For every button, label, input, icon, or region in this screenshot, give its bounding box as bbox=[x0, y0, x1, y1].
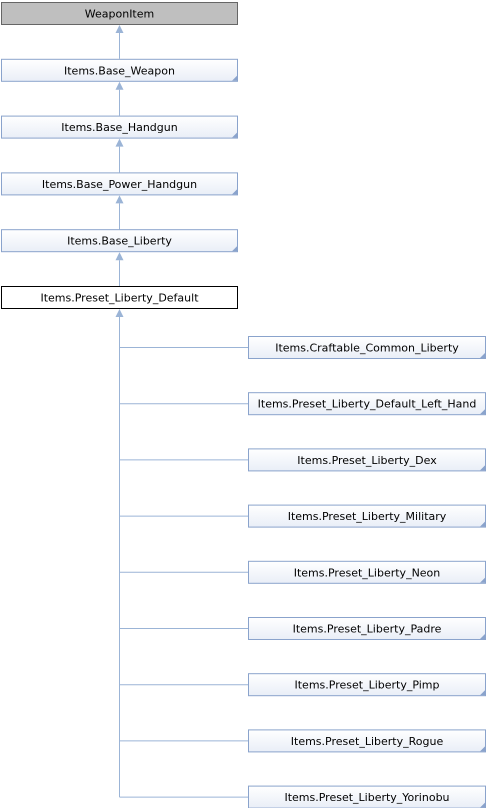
node-corner-marker bbox=[232, 132, 237, 138]
node-label: Items.Preset_Liberty_Rogue bbox=[291, 735, 444, 748]
node-label: WeaponItem bbox=[85, 8, 154, 21]
edges-layer bbox=[115, 25, 248, 798]
node-box bbox=[1, 115, 238, 139]
node-corner-marker bbox=[480, 521, 485, 527]
node-preset-liberty-neon[interactable]: Items.Preset_Liberty_Neon bbox=[248, 560, 486, 584]
node-preset-liberty-rogue[interactable]: Items.Preset_Liberty_Rogue bbox=[248, 729, 486, 753]
node-craftable-common-liberty[interactable]: Items.Craftable_Common_Liberty bbox=[248, 336, 486, 359]
edge-arrow bbox=[115, 138, 124, 147]
node-label: Items.Base_Power_Handgun bbox=[42, 178, 197, 191]
node-corner-marker bbox=[480, 690, 485, 696]
node-base-liberty[interactable]: Items.Base_Liberty bbox=[1, 229, 238, 253]
node-base-handgun[interactable]: Items.Base_Handgun bbox=[1, 115, 238, 139]
node-box bbox=[1, 58, 238, 82]
node-preset-liberty-default[interactable]: Items.Preset_Liberty_Default bbox=[1, 286, 238, 309]
node-corner-marker bbox=[480, 802, 485, 808]
node-base-power-handgun[interactable]: Items.Base_Power_Handgun bbox=[1, 172, 238, 196]
node-corner-marker bbox=[232, 75, 237, 81]
node-box bbox=[1, 2, 238, 25]
node-label: Items.Base_Weapon bbox=[64, 64, 175, 77]
node-label: Items.Craftable_Common_Liberty bbox=[275, 342, 459, 355]
node-preset-liberty-padre[interactable]: Items.Preset_Liberty_Padre bbox=[248, 617, 486, 640]
node-corner-marker bbox=[232, 189, 237, 195]
node-label: Items.Preset_Liberty_Default bbox=[40, 292, 199, 305]
edge-arrow bbox=[115, 252, 124, 261]
node-corner-marker bbox=[480, 353, 485, 358]
node-label: Items.Preset_Liberty_Dex bbox=[297, 454, 437, 467]
node-weaponitem[interactable]: WeaponItem bbox=[1, 2, 238, 25]
node-box bbox=[1, 172, 238, 196]
node-label: Items.Preset_Liberty_Yorinobu bbox=[284, 791, 449, 804]
node-preset-liberty-default-left-hand[interactable]: Items.Preset_Liberty_Default_Left_Hand bbox=[248, 392, 486, 416]
node-preset-liberty-yorinobu[interactable]: Items.Preset_Liberty_Yorinobu bbox=[248, 785, 486, 808]
edge-arrow bbox=[115, 309, 124, 317]
node-preset-liberty-dex[interactable]: Items.Preset_Liberty_Dex bbox=[248, 448, 486, 472]
node-preset-liberty-pimp[interactable]: Items.Preset_Liberty_Pimp bbox=[248, 673, 486, 697]
node-base-weapon[interactable]: Items.Base_Weapon bbox=[1, 58, 238, 82]
node-label: Items.Base_Liberty bbox=[67, 235, 172, 248]
node-box bbox=[1, 286, 238, 309]
node-label: Items.Preset_Liberty_Pimp bbox=[295, 679, 440, 692]
node-label: Items.Base_Handgun bbox=[61, 121, 177, 134]
node-corner-marker bbox=[480, 409, 485, 415]
node-corner-marker bbox=[232, 246, 237, 252]
node-label: Items.Preset_Liberty_Neon bbox=[294, 566, 441, 579]
edge-arrow bbox=[115, 195, 124, 204]
node-box bbox=[1, 229, 238, 253]
node-label: Items.Preset_Liberty_Military bbox=[288, 510, 447, 523]
node-label: Items.Preset_Liberty_Default_Left_Hand bbox=[258, 398, 477, 411]
node-corner-marker bbox=[480, 577, 485, 583]
node-corner-marker bbox=[480, 465, 485, 471]
node-preset-liberty-military[interactable]: Items.Preset_Liberty_Military bbox=[248, 504, 486, 528]
edge-arrow bbox=[115, 25, 124, 33]
edge-arrow bbox=[115, 81, 124, 90]
node-label: Items.Preset_Liberty_Padre bbox=[293, 623, 442, 636]
node-corner-marker bbox=[480, 634, 485, 639]
node-corner-marker bbox=[480, 746, 485, 752]
